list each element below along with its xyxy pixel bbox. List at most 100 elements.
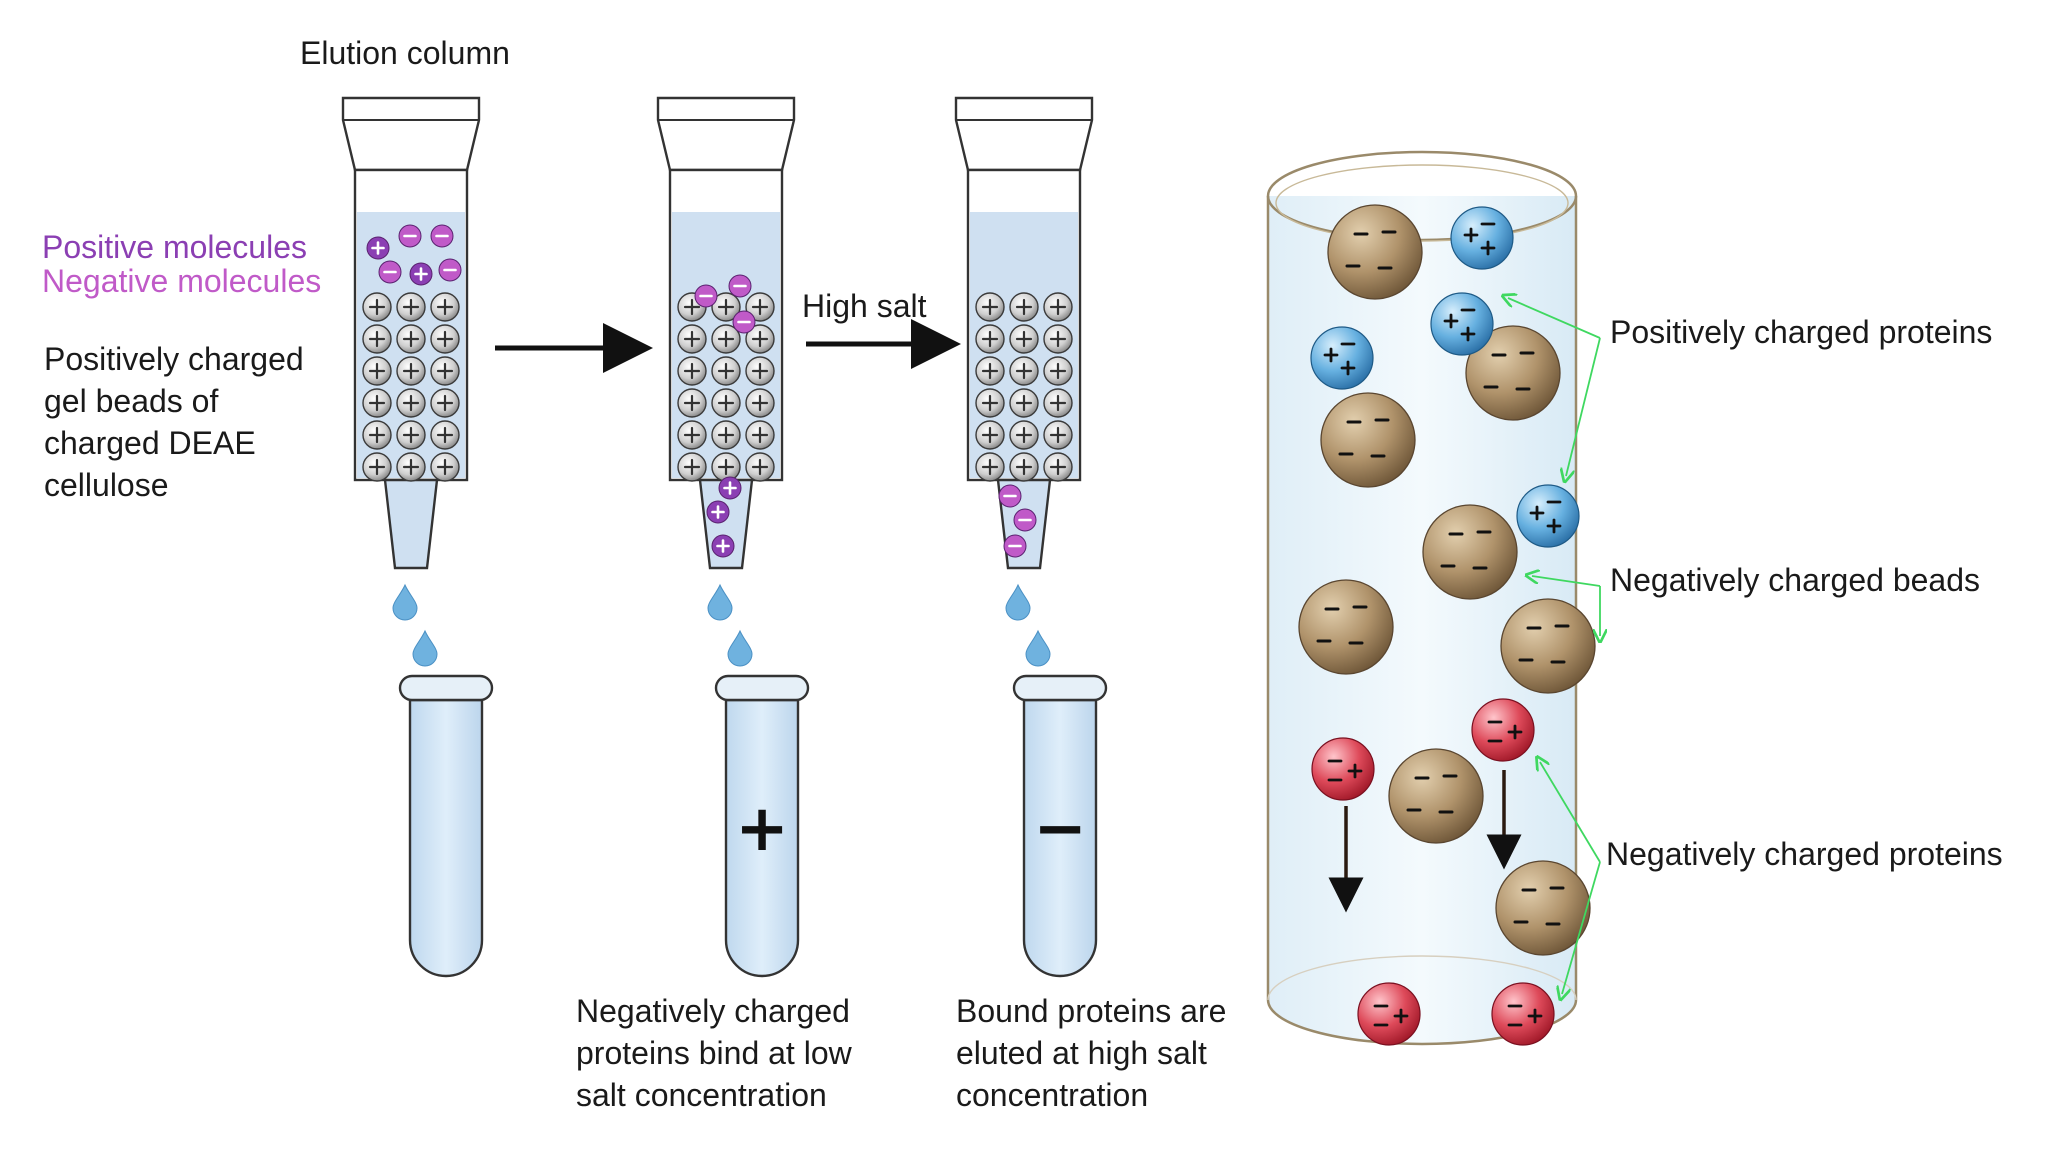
- negative-proteins-label: Negatively charged proteins: [1606, 836, 2003, 872]
- bead-cylinder: [1266, 150, 1601, 1046]
- bind-caption-line: Negatively charged: [576, 993, 850, 1029]
- gel-bead: [711, 356, 741, 386]
- gel-bead: [1009, 356, 1039, 386]
- positive-protein: [1430, 292, 1494, 356]
- collection-tubes: +−: [398, 674, 1108, 978]
- plus-symbol: +: [735, 792, 789, 866]
- liquid-drop: [1025, 629, 1051, 667]
- gel-bead: [711, 324, 741, 354]
- gel-bead: [711, 388, 741, 418]
- gel-bead: [745, 452, 775, 482]
- gel-bead: [745, 292, 775, 322]
- negative-bead: [1422, 504, 1518, 600]
- positive-molecule: [409, 262, 433, 286]
- elution-column: [341, 96, 481, 667]
- positive-protein: [1450, 206, 1514, 270]
- negative-protein: [1357, 982, 1421, 1046]
- gel-bead: [430, 324, 460, 354]
- gel-beads-line: gel beads of: [44, 383, 219, 419]
- gel-bead: [677, 356, 707, 386]
- gel-bead: [362, 452, 392, 482]
- liquid-drop: [1005, 583, 1031, 621]
- negative-bead: [1500, 598, 1596, 694]
- positive-protein: [1310, 326, 1374, 390]
- elute-caption-line: concentration: [956, 1077, 1149, 1113]
- gel-bead: [1043, 388, 1073, 418]
- gel-bead: [1009, 420, 1039, 450]
- gel-bead: [430, 292, 460, 322]
- column-cap: [954, 96, 1094, 172]
- gel-bead: [362, 324, 392, 354]
- cylinder-bottom-rim: [1267, 955, 1577, 1001]
- gel-bead: [362, 356, 392, 386]
- bind-caption: Negatively charged proteins bind at low …: [576, 990, 852, 1116]
- liquid-drop: [707, 583, 733, 621]
- gel-bead: [1043, 420, 1073, 450]
- gel-bead: [396, 324, 426, 354]
- gel-bead: [711, 420, 741, 450]
- process-arrows: [495, 319, 961, 373]
- negative-bead: [1298, 579, 1394, 675]
- gel-bead: [1043, 292, 1073, 322]
- column-cap: [341, 96, 481, 172]
- negative-molecule: [1013, 508, 1037, 532]
- tube-body: [1022, 698, 1098, 978]
- gel-beads-label: Positively charged gel beads of charged …: [44, 338, 304, 506]
- gel-bead: [975, 452, 1005, 482]
- positive-protein: [1516, 484, 1580, 548]
- gel-bead: [745, 324, 775, 354]
- tube-rim: [1012, 674, 1108, 702]
- collection-tube: −: [1012, 674, 1108, 978]
- liquid-drop: [727, 629, 753, 667]
- elute-caption: Bound proteins are eluted at high salt c…: [956, 990, 1226, 1116]
- gel-bead: [677, 324, 707, 354]
- tube-body: [724, 698, 800, 978]
- positive-proteins-label: Positively charged proteins: [1610, 314, 1993, 350]
- negative-molecule: [430, 224, 454, 248]
- gel-bead: [745, 356, 775, 386]
- gel-bead: [362, 292, 392, 322]
- gel-bead: [430, 452, 460, 482]
- liquid-drop: [412, 629, 438, 667]
- column-cap: [656, 96, 796, 172]
- gel-bead: [1009, 388, 1039, 418]
- gel-bead: [396, 452, 426, 482]
- gel-bead: [1043, 356, 1073, 386]
- leader-line: [1562, 861, 1601, 994]
- positive-molecules-label: Positive molecules: [42, 229, 307, 265]
- negative-protein: [1311, 737, 1375, 801]
- positive-molecule: [711, 534, 735, 558]
- column-tip: [383, 478, 439, 570]
- leader-line: [1566, 337, 1601, 476]
- gel-bead: [975, 356, 1005, 386]
- negative-molecule: [694, 284, 718, 308]
- gel-bead: [677, 420, 707, 450]
- negative-bead: [1327, 204, 1423, 300]
- negative-molecule: [732, 310, 756, 334]
- gel-bead: [1043, 324, 1073, 354]
- negative-bead: [1495, 860, 1591, 956]
- negative-molecule: [378, 260, 402, 284]
- negative-bead: [1465, 325, 1561, 421]
- negative-molecule: [728, 274, 752, 298]
- minus-symbol: −: [1033, 792, 1087, 866]
- gel-bead: [430, 420, 460, 450]
- tube-body: [408, 698, 484, 978]
- gel-bead: [975, 388, 1005, 418]
- gel-bead: [975, 324, 1005, 354]
- collection-tube: +: [714, 674, 810, 978]
- negative-bead: [1320, 392, 1416, 488]
- bind-caption-line: proteins bind at low: [576, 1035, 852, 1071]
- gel-bead: [396, 356, 426, 386]
- liquid-drop: [392, 583, 418, 621]
- elute-caption-line: Bound proteins are: [956, 993, 1227, 1029]
- positive-molecule: [706, 500, 730, 524]
- gel-beads-line: cellulose: [44, 467, 169, 503]
- gel-bead: [745, 388, 775, 418]
- gel-bead: [1009, 452, 1039, 482]
- gel-bead: [396, 420, 426, 450]
- elution-column: [954, 96, 1094, 667]
- negative-molecule: [438, 258, 462, 282]
- gel-bead: [1043, 452, 1073, 482]
